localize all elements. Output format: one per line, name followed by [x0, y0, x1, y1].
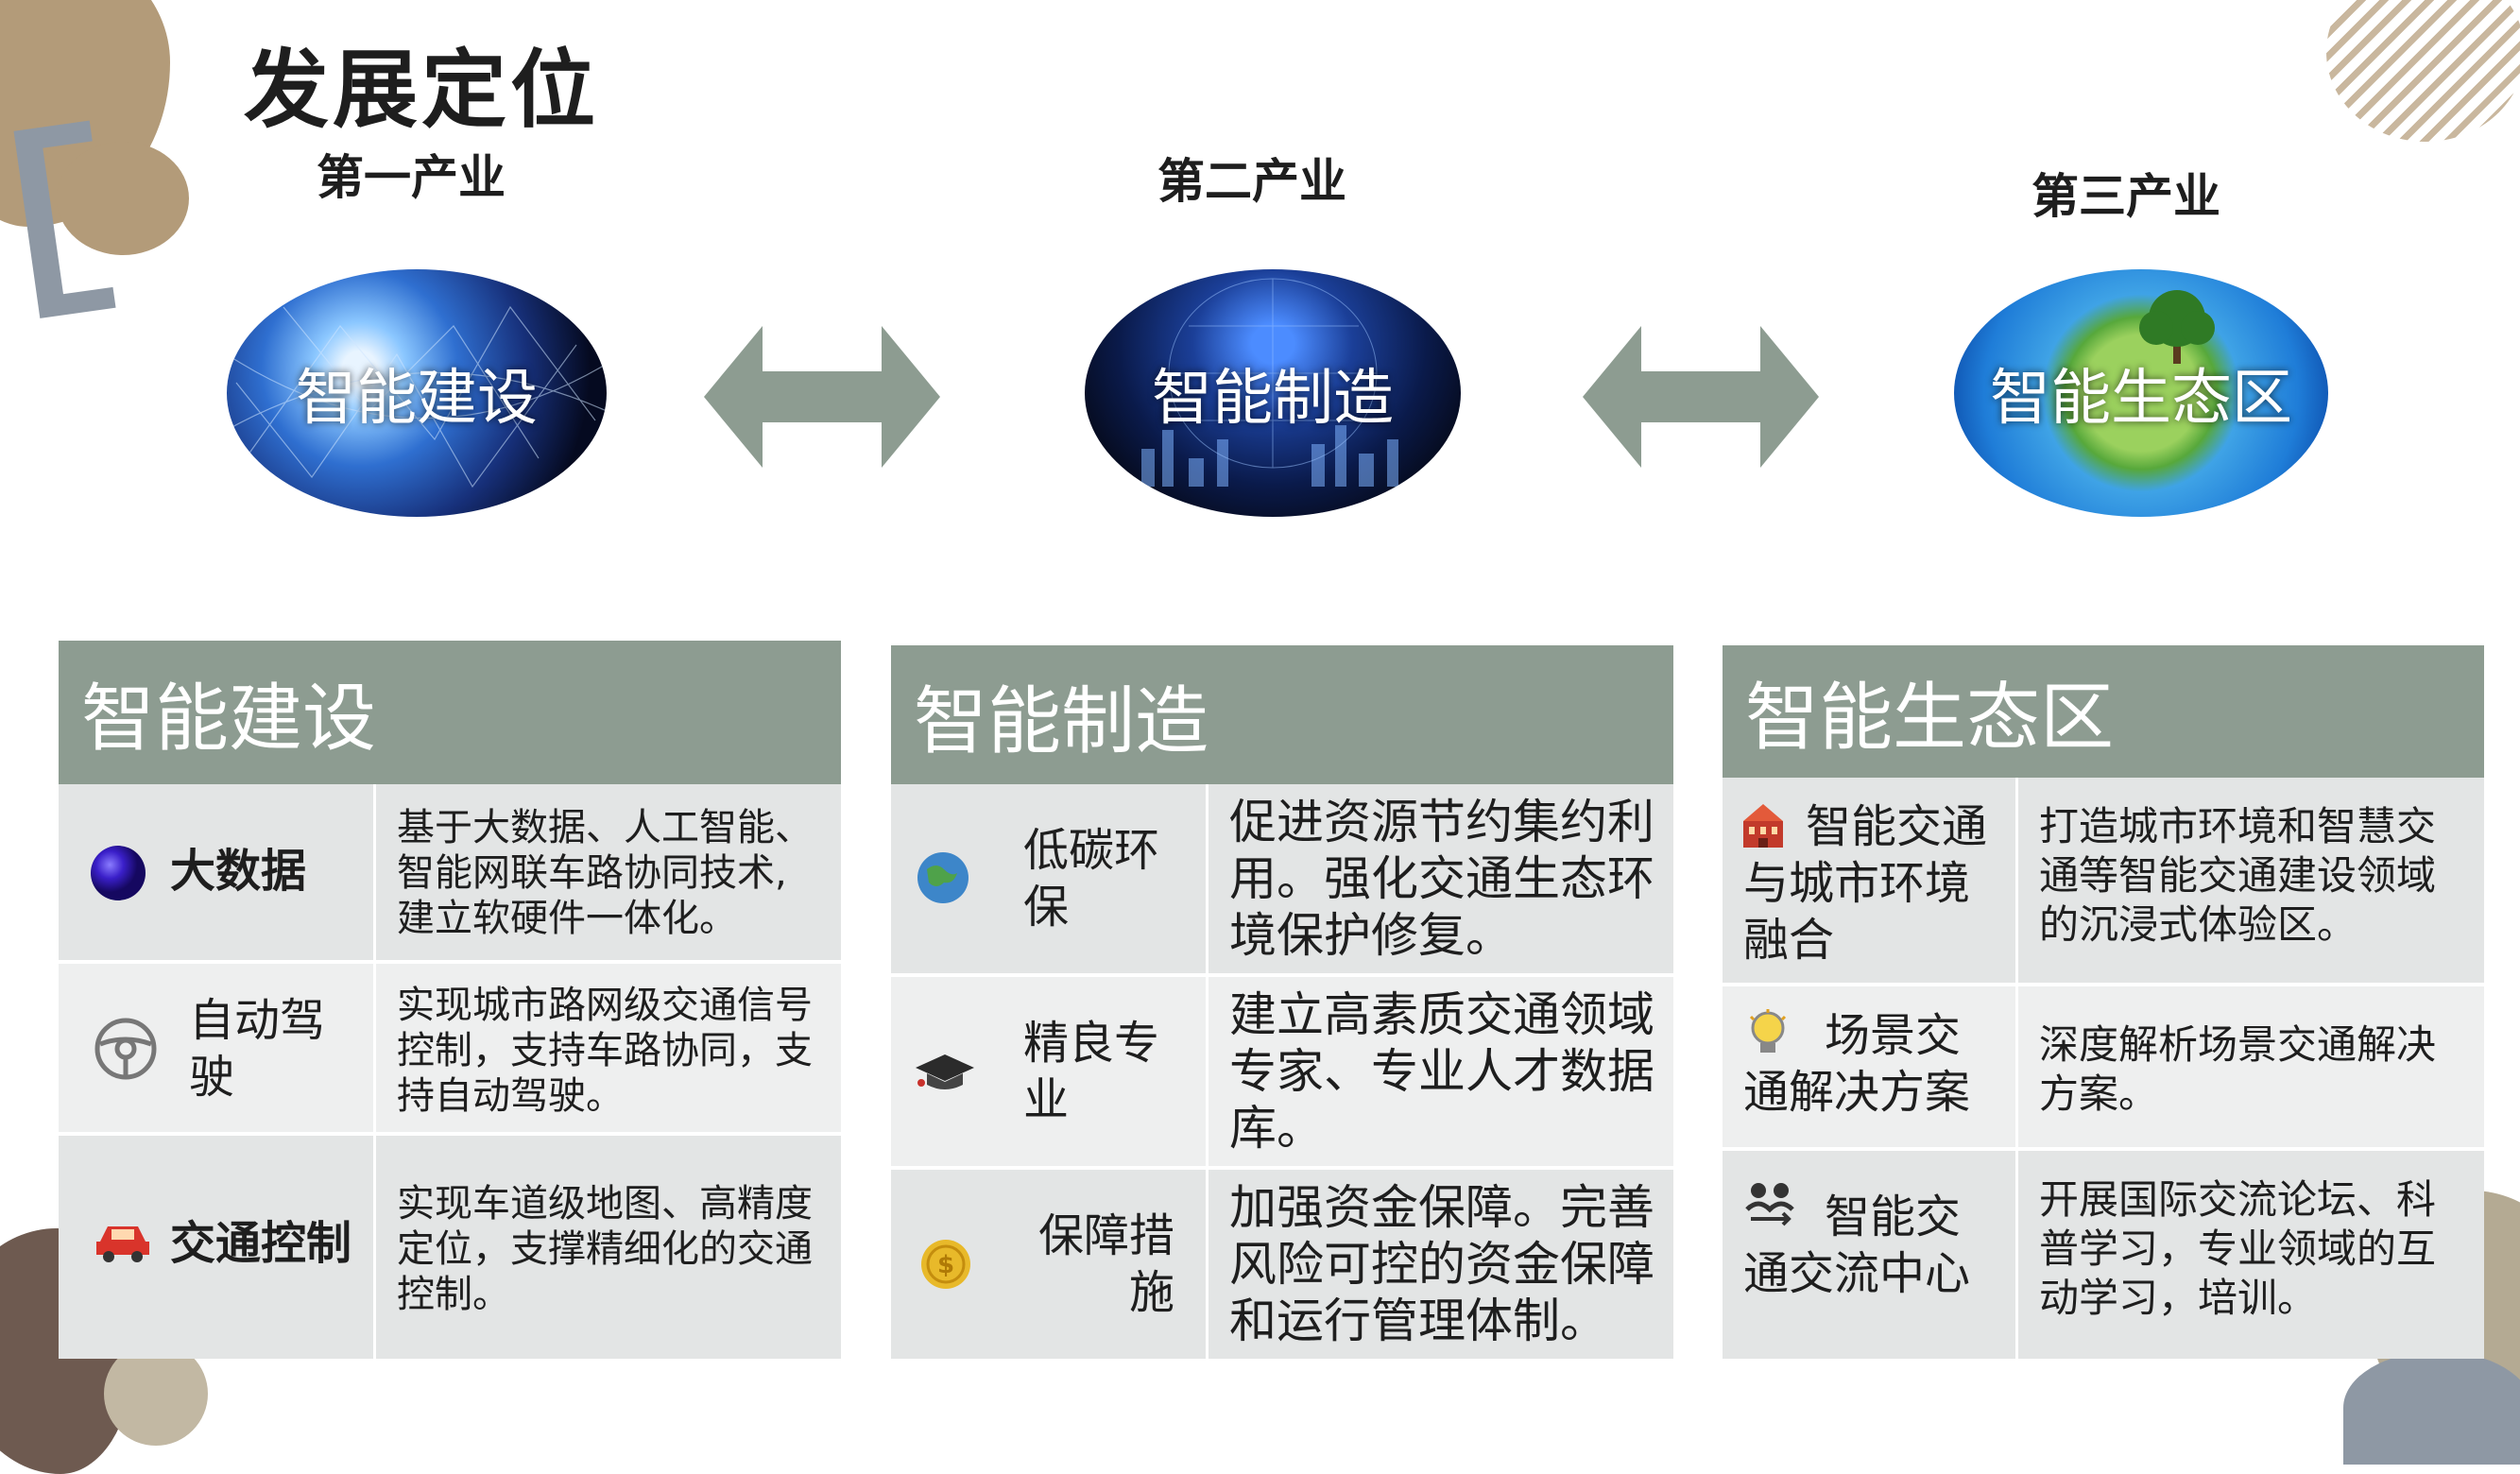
table-row[interactable]: 智能交通与城市环境融合 打造城市环境和智慧交通等智能交通建设领域的沉浸式体验区。: [1723, 778, 2484, 983]
decor-blob: [57, 142, 189, 255]
decor-blob: [2343, 1351, 2520, 1465]
row-title: 智能交通交流中心: [1743, 1191, 1971, 1300]
page-title: 发展定位: [244, 41, 599, 140]
row-title: 低碳环保: [1023, 824, 1160, 934]
panel-heading: 智能制造: [891, 645, 1673, 784]
row-title: 自动驾驶: [189, 994, 326, 1104]
row-desc: 基于大数据、人工智能、智能网联车路协同技术,建立软硬件一体化。: [397, 806, 813, 940]
building-icon: [1743, 804, 1783, 848]
earth-icon: [917, 852, 969, 903]
car-icon: [96, 1226, 149, 1262]
graduation-cap-icon: [916, 1054, 974, 1089]
svg-text:$: $: [937, 1251, 954, 1279]
decor-bracket: [12, 118, 117, 320]
panel-smart-manufacturing: 智能制造 低碳环保 促进资源节约集约利用。强化交通生态环境保护修复。 精良专业 …: [891, 645, 1673, 1359]
row-desc: 实现车道级地图、高精度定位，支撑精细化的交通控制。: [397, 1182, 813, 1316]
industry-label-2: 第二产业: [1157, 154, 1346, 209]
row-title: 场景交通解决方案: [1743, 1009, 1971, 1119]
globe-smart-eco-zone[interactable]: 智能生态区: [1954, 269, 2328, 517]
row-title: 保障措施: [1037, 1209, 1174, 1319]
double-arrow-icon: [1583, 326, 1819, 468]
panel-smart-construction: 智能建设 大数据 基于大数据、人工智能、智能网联车路协同技术,建立软硬件一体化。…: [59, 641, 841, 1359]
row-desc: 建立高素质交通领域专家、专业人才数据库。: [1229, 987, 1654, 1156]
tree-icon: [2139, 290, 2215, 364]
table-row[interactable]: 交通控制 实现车道级地图、高精度定位，支撑精细化的交通控制。: [59, 1136, 841, 1359]
table-row[interactable]: 自动驾驶 实现城市路网级交通信号控制，支持车路协同，支持自动驾驶。: [59, 964, 841, 1132]
people-exchange-icon: [1745, 1183, 1794, 1226]
row-desc: 开展国际交流论坛、科普学习，专业领域的互动学习，培训。: [2039, 1176, 2437, 1321]
table-row[interactable]: 智能交通交流中心 开展国际交流论坛、科普学习，专业领域的互动学习，培训。: [1723, 1151, 2484, 1359]
table-row[interactable]: 场景交通解决方案 深度解析场景交通解决方案。: [1723, 986, 2484, 1147]
lightbulb-icon: [1749, 1009, 1787, 1053]
row-desc: 促进资源节约集约利用。强化交通生态环境保护修复。: [1229, 795, 1654, 963]
globe-smart-construction[interactable]: 智能建设: [227, 269, 607, 517]
globe-smart-manufacturing[interactable]: 智能制造: [1085, 269, 1461, 517]
decor-hatch: [2326, 0, 2520, 142]
double-arrow-icon: [704, 326, 940, 468]
table-row[interactable]: 大数据 基于大数据、人工智能、智能网联车路协同技术,建立软硬件一体化。: [59, 784, 841, 960]
purple-sphere-icon: [91, 846, 146, 900]
table-row[interactable]: $ 保障措施 加强资金保障。完善风险可控的资金保障和运行管理体制。: [891, 1170, 1673, 1359]
globe-label: 智能制造: [1152, 364, 1394, 434]
industry-label-1: 第一产业: [317, 150, 506, 205]
table-row[interactable]: 精良专业 建立高素质交通领域专家、专业人才数据库。: [891, 977, 1673, 1166]
panel-heading: 智能建设: [59, 641, 841, 784]
row-desc: 加强资金保障。完善风险可控的资金保障和运行管理体制。: [1229, 1180, 1654, 1348]
steering-wheel-icon: [94, 1018, 157, 1080]
row-title: 大数据: [170, 845, 307, 898]
row-desc: 深度解析场景交通解决方案。: [2039, 1021, 2437, 1117]
table-row[interactable]: 低碳环保 促进资源节约集约利用。强化交通生态环境保护修复。: [891, 784, 1673, 973]
row-title: 智能交通与城市环境融合: [1743, 800, 1988, 967]
globe-label: 智能建设: [296, 364, 538, 434]
panel-smart-eco-zone: 智能生态区 智能交通与城市环境融合 打造城市环境和智慧交通等智能交通建设领域的沉…: [1723, 645, 2484, 1359]
row-title: 精良专业: [1023, 1017, 1160, 1126]
row-desc: 打造城市环境和智慧交通等智能交通建设领域的沉浸式体验区。: [2039, 803, 2437, 948]
network-lines-icon: [227, 305, 607, 488]
row-desc: 实现城市路网级交通信号控制，支持车路协同，支持自动驾驶。: [397, 984, 813, 1118]
industry-label-3: 第三产业: [2031, 169, 2220, 224]
panel-heading: 智能生态区: [1723, 645, 2484, 778]
row-title: 交通控制: [170, 1217, 352, 1270]
city-grid-icon: [1141, 278, 1398, 487]
globe-label: 智能生态区: [1990, 364, 2292, 434]
coin-icon: $: [921, 1240, 970, 1289]
